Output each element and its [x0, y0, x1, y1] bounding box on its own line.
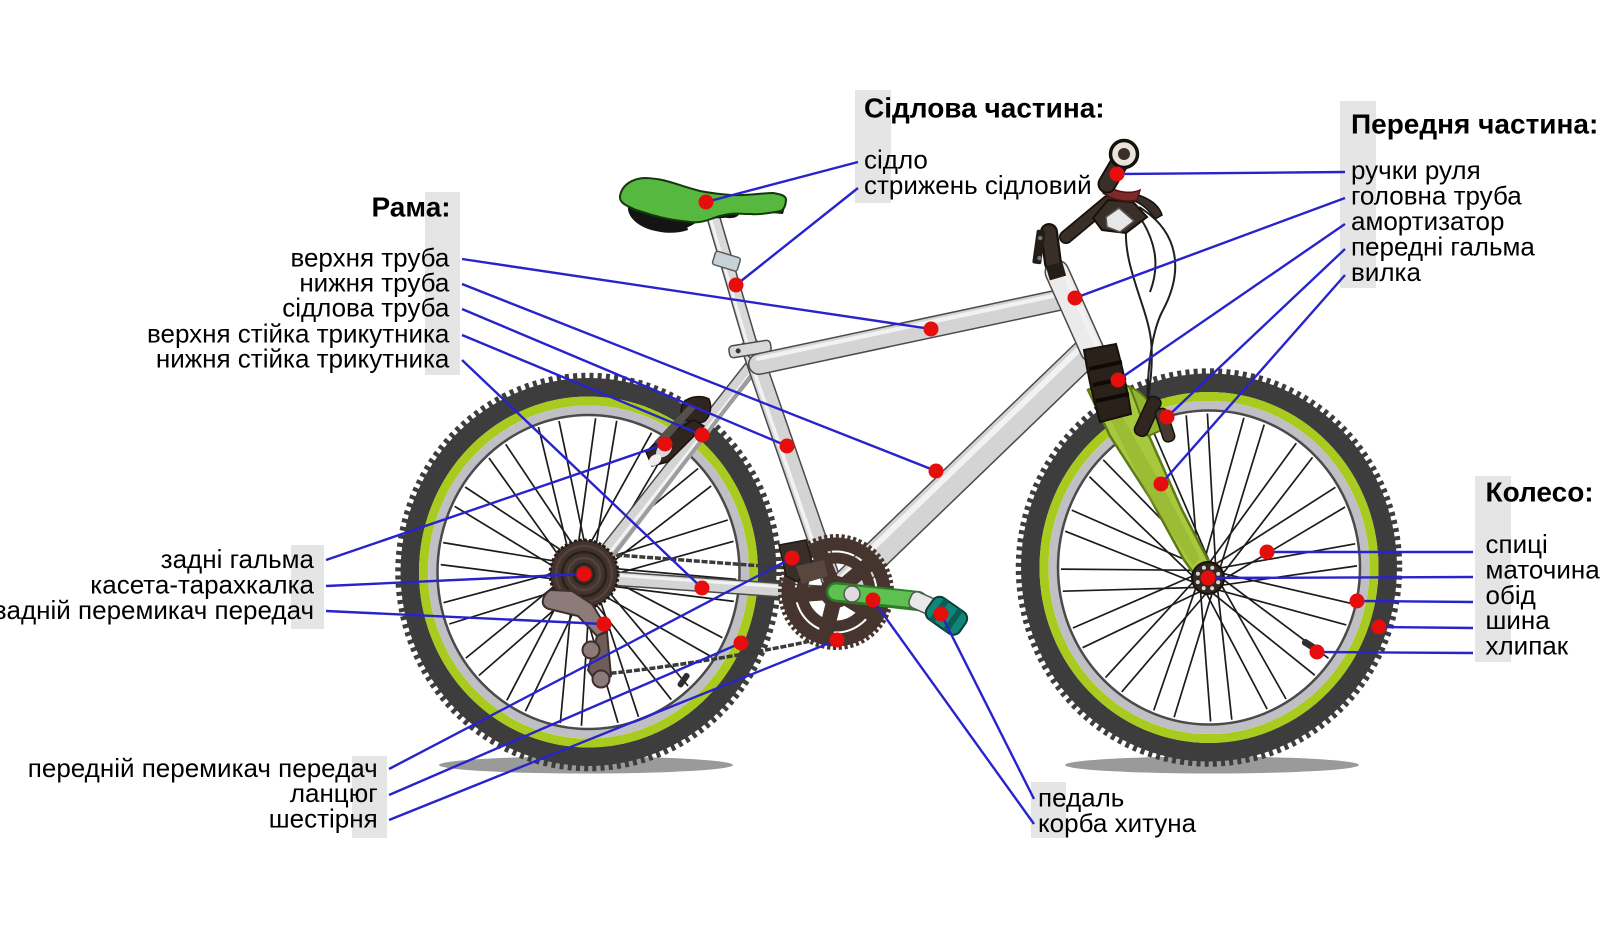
svg-text:стрижень сідловий: стрижень сідловий: [864, 170, 1092, 200]
svg-text:шина: шина: [1486, 605, 1551, 635]
svg-text:обід: обід: [1486, 580, 1536, 610]
svg-text:корба хитуна: корба хитуна: [1038, 808, 1197, 838]
svg-text:касета-тарахкалка: касета-тарахкалка: [90, 569, 314, 599]
svg-text:вилка: вилка: [1351, 257, 1421, 287]
svg-text:верхня труба: верхня труба: [290, 242, 449, 272]
svg-text:хлипак: хлипак: [1486, 631, 1569, 661]
svg-text:шестірня: шестірня: [269, 804, 378, 834]
svg-text:сідлова труба: сідлова труба: [282, 293, 450, 323]
svg-text:Рама:: Рама:: [371, 192, 450, 223]
svg-text:амортизатор: амортизатор: [1351, 206, 1504, 236]
svg-text:спиці: спиці: [1486, 529, 1548, 559]
svg-text:Колесо:: Колесо:: [1486, 477, 1594, 508]
svg-text:сідло: сідло: [864, 145, 928, 175]
svg-text:педаль: педаль: [1038, 783, 1124, 813]
svg-text:задні гальма: задні гальма: [161, 544, 315, 574]
svg-text:нижня стійка трикутника: нижня стійка трикутника: [156, 343, 450, 373]
svg-text:задній перемикач передач: задній перемикач передач: [0, 595, 314, 625]
svg-text:нижня труба: нижня труба: [299, 268, 450, 298]
svg-text:передній перемикач передач: передній перемикач передач: [28, 753, 378, 783]
svg-text:ланцюг: ланцюг: [290, 778, 378, 808]
svg-text:верхня стійка трикутника: верхня стійка трикутника: [147, 318, 450, 348]
svg-text:Передня частина:: Передня частина:: [1351, 109, 1598, 140]
svg-text:маточина: маточина: [1486, 554, 1600, 584]
svg-text:головна труба: головна труба: [1351, 181, 1522, 211]
svg-text:ручки руля: ручки руля: [1351, 155, 1481, 185]
svg-text:Сідлова частина:: Сідлова частина:: [864, 93, 1105, 124]
svg-text:передні гальма: передні гальма: [1351, 232, 1535, 262]
